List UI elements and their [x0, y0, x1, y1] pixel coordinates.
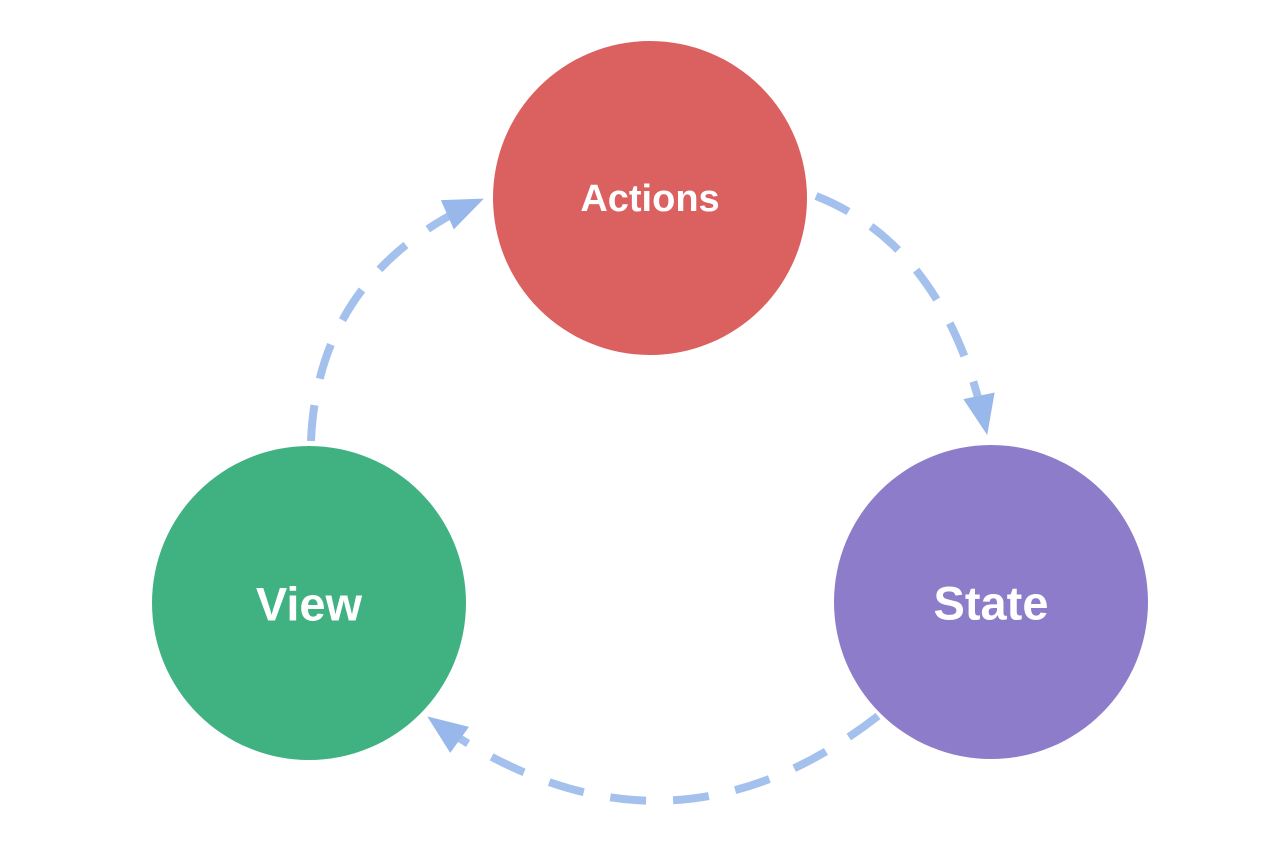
view-circle	[152, 446, 466, 760]
edge-view-to-actions	[307, 195, 485, 442]
state-circle	[834, 445, 1148, 759]
node-state: State	[834, 445, 1148, 759]
node-actions: Actions	[493, 41, 807, 355]
actions-label: Actions	[580, 178, 719, 220]
state-label: State	[934, 577, 1049, 630]
actions-circle	[493, 41, 807, 355]
view-label: View	[256, 578, 363, 631]
edge-state-to-view	[425, 712, 881, 805]
edge-actions-to-state	[814, 192, 995, 435]
node-view: View	[152, 446, 466, 760]
